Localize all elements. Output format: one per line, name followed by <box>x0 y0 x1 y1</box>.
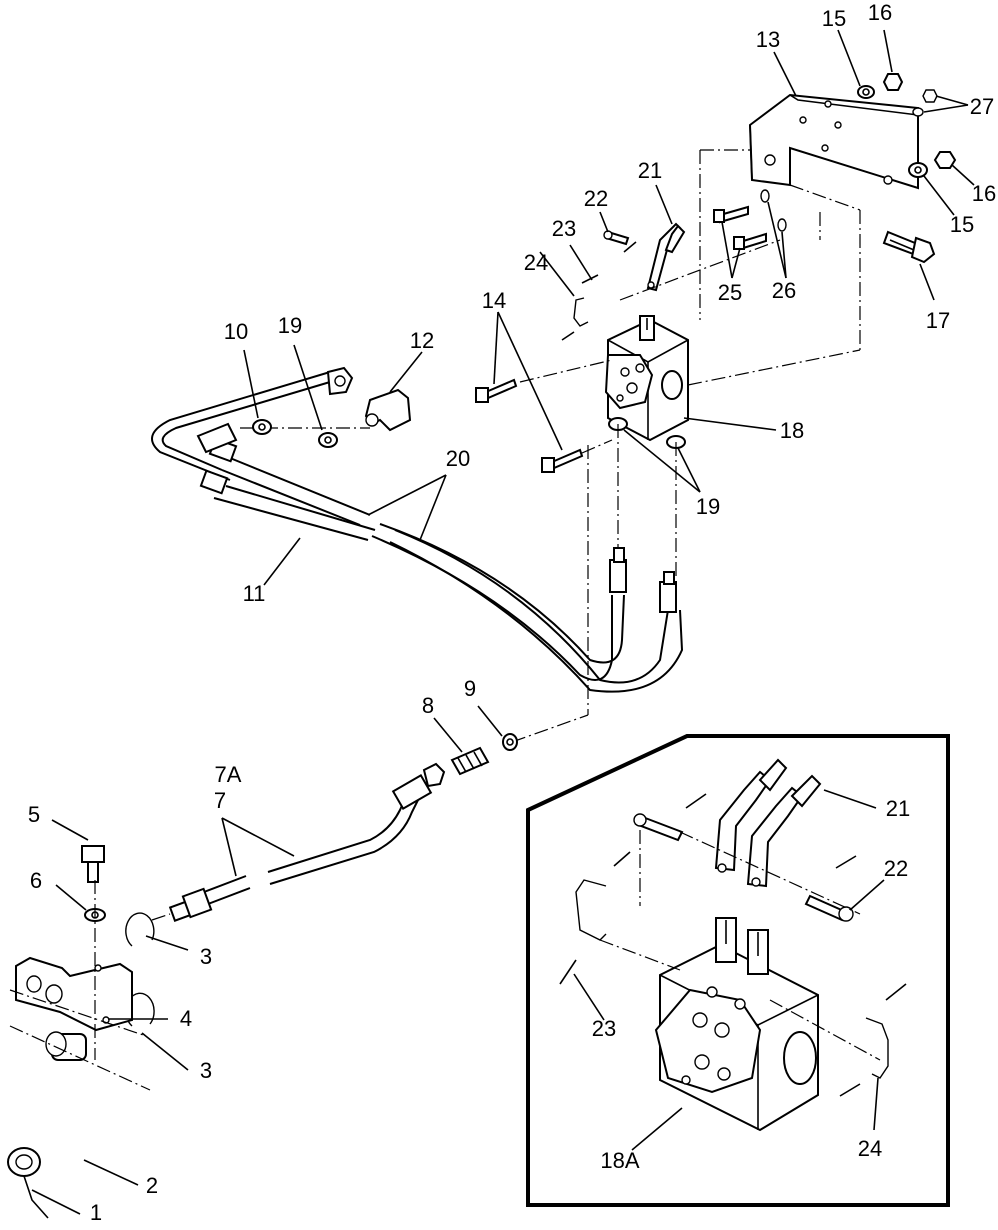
inset-levers-21 <box>714 758 822 888</box>
callout-3-upper: 3 <box>200 944 212 969</box>
bolts-14 <box>475 378 584 473</box>
callout-11: 11 <box>243 581 266 606</box>
inset-leader-lines <box>573 789 885 1151</box>
inset-callout-21: 21 <box>886 796 910 821</box>
elbow-12 <box>364 388 412 432</box>
callout-7a: 7A <box>215 762 242 787</box>
callout-17: 17 <box>926 308 950 333</box>
callout-19-right: 19 <box>696 494 720 519</box>
plate-4 <box>15 956 133 1032</box>
callouts: 1 2 3 3 4 5 6 7 7A 8 9 10 11 12 13 14 15… <box>28 0 996 1225</box>
control-valve-18 <box>604 315 689 442</box>
inset-clips-24 <box>575 879 889 1079</box>
inset-valve-18a <box>654 917 819 1132</box>
callout-9: 9 <box>464 676 476 701</box>
fitting-8-washer-9 <box>450 733 518 776</box>
callout-10: 10 <box>224 319 248 344</box>
callout-1: 1 <box>90 1200 102 1225</box>
callout-15-top: 15 <box>822 6 846 31</box>
washers-10-19 <box>252 419 338 448</box>
inset-callout-23: 23 <box>592 1016 616 1041</box>
callout-4: 4 <box>180 1006 192 1031</box>
hose-7 <box>168 762 446 922</box>
callout-20: 20 <box>446 446 470 471</box>
callout-18: 18 <box>780 418 804 443</box>
coupler-2-cap-1 <box>7 1031 87 1219</box>
callout-6: 6 <box>30 868 42 893</box>
clip-24 <box>573 297 589 327</box>
alignment-lines-upper <box>240 149 861 743</box>
callout-25: 25 <box>718 280 742 305</box>
callout-13: 13 <box>756 27 780 52</box>
inset-pins-22 <box>633 813 854 922</box>
leader-lines <box>31 29 975 1215</box>
cotter-pin-23 <box>623 241 637 253</box>
pin-22 <box>603 230 630 246</box>
inset-callout-22: 22 <box>884 856 908 881</box>
callout-26: 26 <box>772 278 796 303</box>
lever-21 <box>646 222 686 292</box>
callout-16-top: 16 <box>868 0 892 25</box>
callout-22: 22 <box>584 186 608 211</box>
inset-cotter-pins-23 <box>559 793 907 1097</box>
callout-19-left: 19 <box>278 313 302 338</box>
callout-24: 24 <box>524 250 548 275</box>
bolts-washers-25-26 <box>713 189 787 251</box>
callout-16-right: 16 <box>972 181 996 206</box>
hoses-11-20 <box>151 366 684 693</box>
callout-12: 12 <box>410 328 434 353</box>
inset-alignment-lines <box>599 830 881 1061</box>
callout-21: 21 <box>638 158 662 183</box>
callout-5: 5 <box>28 802 40 827</box>
callout-23: 23 <box>552 216 576 241</box>
callout-2: 2 <box>146 1173 158 1198</box>
callout-15-right: 15 <box>950 212 974 237</box>
mounting-bracket-13 <box>748 93 919 190</box>
callout-7: 7 <box>214 788 226 813</box>
alignment-lines-lower <box>9 880 171 1091</box>
callout-8: 8 <box>422 693 434 718</box>
hose-fittings <box>609 547 677 613</box>
callout-14: 14 <box>482 288 506 313</box>
bolt-17 <box>882 230 936 264</box>
inset-callout-24: 24 <box>858 1136 882 1161</box>
inset-callout-18a: 18A <box>600 1148 639 1173</box>
callout-3-lower: 3 <box>200 1058 212 1083</box>
nuts-washers-15-16-27 <box>857 73 957 178</box>
callout-27: 27 <box>970 94 994 119</box>
